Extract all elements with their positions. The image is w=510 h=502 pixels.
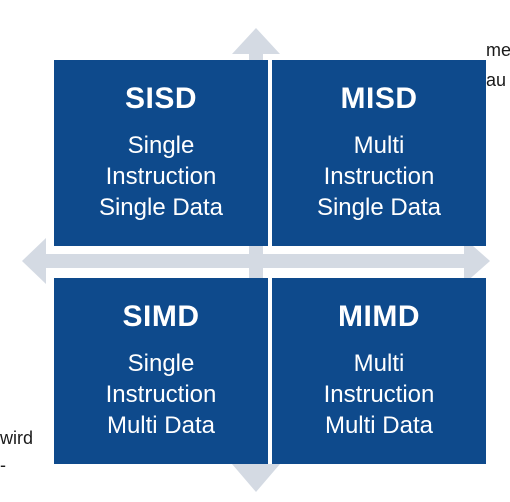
quadrant-code: MISD xyxy=(340,82,418,115)
quadrant-mimd: MIMD Multi Instruction Multi Data xyxy=(272,278,486,464)
description-line: Instruction xyxy=(323,381,435,408)
arrow-down-icon xyxy=(232,464,280,492)
quadrant-misd: MISD Multi Instruction Single Data xyxy=(272,60,486,246)
arrow-up-icon xyxy=(232,28,280,54)
cropped-text-fragment: au xyxy=(486,70,507,90)
arrow-right-icon xyxy=(464,238,490,284)
quadrant-code: SIMD xyxy=(122,300,200,333)
description-line: Multi xyxy=(353,132,405,159)
horizontal-axis xyxy=(40,254,470,268)
description-line: Single Data xyxy=(98,194,224,221)
quadrant-code: SISD xyxy=(124,82,198,115)
cropped-text-fragment: me xyxy=(486,40,510,60)
quadrant-description: Single Instruction Single Data xyxy=(54,130,268,223)
quadrant-description: Multi Instruction Single Data xyxy=(272,130,486,223)
description-line: Single xyxy=(127,350,195,377)
cropped-text-fragment: - xyxy=(0,455,6,475)
description-line: Instruction xyxy=(105,163,217,190)
description-line: Multi Data xyxy=(106,412,216,439)
quadrant-description: Multi Instruction Multi Data xyxy=(272,348,486,441)
quadrant-description: Single Instruction Multi Data xyxy=(54,348,268,441)
description-line: Multi xyxy=(353,350,405,377)
description-line: Single Data xyxy=(316,194,442,221)
quadrant-sisd: SISD Single Instruction Single Data xyxy=(54,60,268,246)
description-line: Instruction xyxy=(105,381,217,408)
description-line: Single xyxy=(127,132,195,159)
description-line: Instruction xyxy=(323,163,435,190)
cropped-text-fragment: wird xyxy=(0,428,34,448)
description-line: Multi Data xyxy=(324,412,434,439)
quadrant-simd: SIMD Single Instruction Multi Data xyxy=(54,278,268,464)
quadrant-code: MIMD xyxy=(338,300,420,333)
arrow-left-icon xyxy=(22,238,46,284)
